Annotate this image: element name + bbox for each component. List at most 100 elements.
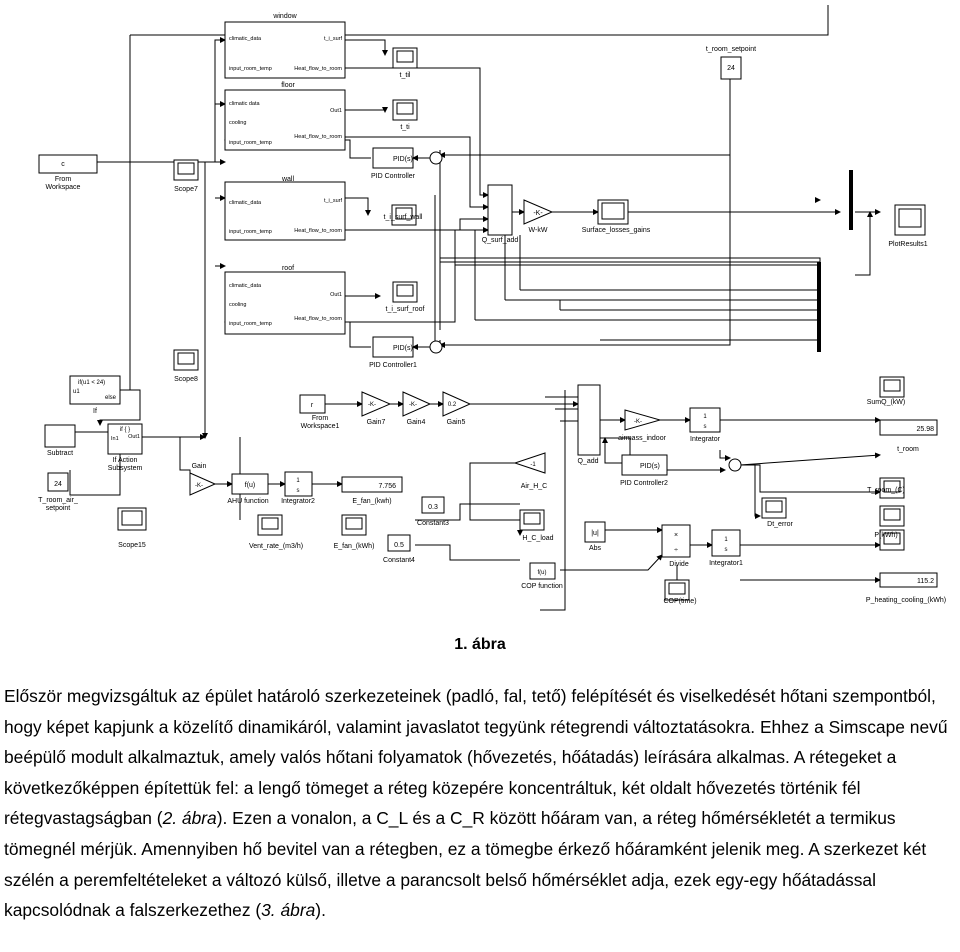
if-u1: u1 [73, 389, 80, 395]
t-room-c-label: T_room_(C) [867, 487, 905, 494]
sumq-label: SumQ_(kW) [867, 399, 906, 406]
t-ti-label: t_ti [400, 124, 410, 131]
vent-rate-label: Vent_rate_(m3/h) [249, 543, 303, 550]
from-ws1-label1: From [312, 415, 329, 422]
t-room-setpoint-value: 24 [727, 65, 735, 72]
abs-label: Abs [589, 545, 602, 552]
gain5-label: Gain5 [447, 419, 466, 426]
floor-out1: Out1 [330, 108, 342, 114]
roof-in2: cooling [229, 302, 246, 308]
body-paragraph: Először megvizsgáltuk az épület határoló… [4, 681, 958, 926]
paragraph-part3: ). [315, 900, 326, 921]
air-h-c-gain: -1 [530, 462, 536, 468]
abs-text: |u| [591, 530, 599, 537]
from-ws-value: c [61, 161, 65, 168]
integrator2-den: s [297, 488, 300, 494]
if-action-text1: if { } [120, 427, 130, 433]
if-cond: if(u1 < 24) [78, 380, 105, 386]
t-room-setpoint-label: t_room_setpoint [706, 46, 756, 53]
pid2-label: PID Controller2 [620, 480, 668, 487]
constant4-label: Constant4 [383, 557, 415, 564]
window-out2: Heat_flow_to_room [294, 66, 342, 72]
dt-error-label: Dt_error [767, 521, 793, 528]
e-fan-kwh-label: E_fan_(kwh) [352, 498, 391, 505]
surface-losses-label: Surface_losses_gains [582, 227, 651, 234]
subtract-label: Subtract [47, 450, 73, 457]
w-kw-label: W-kW [529, 227, 548, 234]
pid2-text: PID(s) [640, 463, 660, 470]
t-til-label: t_til [400, 72, 411, 79]
if-label: If [93, 408, 97, 415]
plot-results-label: PlotResults1 [888, 241, 927, 248]
integrator1-den: s [725, 547, 728, 553]
pid1-text: PID(s) [393, 345, 413, 352]
scope7-label: Scope7 [174, 186, 198, 193]
from-ws1-label2: Workspace1 [301, 423, 340, 430]
paragraph-part2: ). Ezen a vonalon, a C_L és a C_R között… [4, 808, 927, 921]
window-out1: t_i_surf [324, 36, 343, 42]
airmass-label: airmass_indoor [618, 435, 667, 442]
roof-in1: climatic_data [229, 283, 262, 289]
gain-gain: -K- [195, 483, 203, 489]
pid1-label: PID Controller1 [369, 362, 417, 369]
h-c-load-label: H_C_load [522, 535, 553, 542]
gain7-label: Gain7 [367, 419, 386, 426]
air-h-c-label: Air_H_C [521, 483, 547, 490]
floor-title: floor [281, 82, 295, 89]
floor-out2: Heat_flow_to_room [294, 134, 342, 140]
if-else: else [105, 395, 117, 401]
if-action-label2: Subsystem [108, 465, 143, 472]
p-heating-value: 115.2 [917, 578, 934, 585]
t-room-air-value: 24 [54, 481, 62, 488]
e-fan-kwh-value: 7.756 [378, 483, 396, 490]
integrator1-label: Integrator1 [709, 560, 743, 567]
roof-title: roof [282, 265, 294, 272]
integrator-den: s [704, 424, 707, 430]
scope8-label: Scope8 [174, 376, 198, 383]
roof-in3: input_room_temp [229, 321, 272, 327]
cop-function-label: COP function [521, 583, 563, 590]
from-ws-label1: From [55, 176, 72, 183]
gain4-label: Gain4 [407, 419, 426, 426]
t-i-surf-roof-label: t_i_surf_roof [386, 306, 425, 313]
p-kwh-label: P(kWh) [874, 532, 897, 539]
roof-out1: Out1 [330, 292, 342, 298]
from-ws-label2: Workspace [46, 184, 81, 191]
figure-caption: 1. ábra [454, 636, 506, 653]
gain5-gain: 0.2 [448, 402, 457, 408]
integrator-num: 1 [703, 414, 707, 420]
integrator2-label: Integrator2 [281, 498, 315, 505]
wall-out1: t_i_surf [324, 198, 343, 204]
w-kw-gain: -K- [533, 210, 543, 217]
constant3-label: Constant3 [417, 520, 449, 527]
gain7-gain: -K- [368, 402, 376, 408]
wall-title: wall [281, 176, 295, 183]
scope15-label: Scope15 [118, 542, 146, 549]
from-ws1-value: r [311, 402, 314, 409]
simulink-diagram: window climatic_data input_room_temp t_i… [38, 5, 946, 611]
figure-ref-2: 2. ábra [162, 808, 217, 829]
t-room-value: 25.98 [916, 426, 934, 433]
paragraph-part1: Először megvizsgáltuk az épület határoló… [4, 686, 948, 829]
if-action-label1: If Action [113, 457, 138, 464]
window-in1: climatic_data [229, 36, 262, 42]
t-room-air-label2: setpoint [46, 505, 71, 512]
e-fan-kwh2-label: E_fan_(kWh) [334, 543, 375, 550]
divide-div-icon: ÷ [674, 547, 678, 554]
q-add-label: Q_add [577, 458, 598, 465]
roof-out2: Heat_flow_to_room [294, 316, 342, 322]
wall-in2: input_room_temp [229, 229, 272, 235]
wall-in1: climatic_data [229, 200, 262, 206]
floor-in3: input_room_temp [229, 140, 272, 146]
wall-out2: Heat_flow_to_room [294, 228, 342, 234]
floor-in1: climatic data [229, 101, 261, 107]
window-title: window [272, 13, 297, 20]
t-i-surf-wall-label: t_i_surf_wall [384, 214, 423, 221]
p-heating-label: P_heating_cooling_(kWh) [866, 597, 946, 604]
pid-label: PID Controller [371, 173, 416, 180]
figure-ref-3: 3. ábra [261, 900, 316, 921]
if-action-in1: In1 [111, 436, 119, 442]
cop-time-label: COP(time) [663, 598, 696, 605]
q-surf-add-label: Q_surf_add [482, 237, 519, 244]
integrator-label: Integrator [690, 436, 721, 443]
